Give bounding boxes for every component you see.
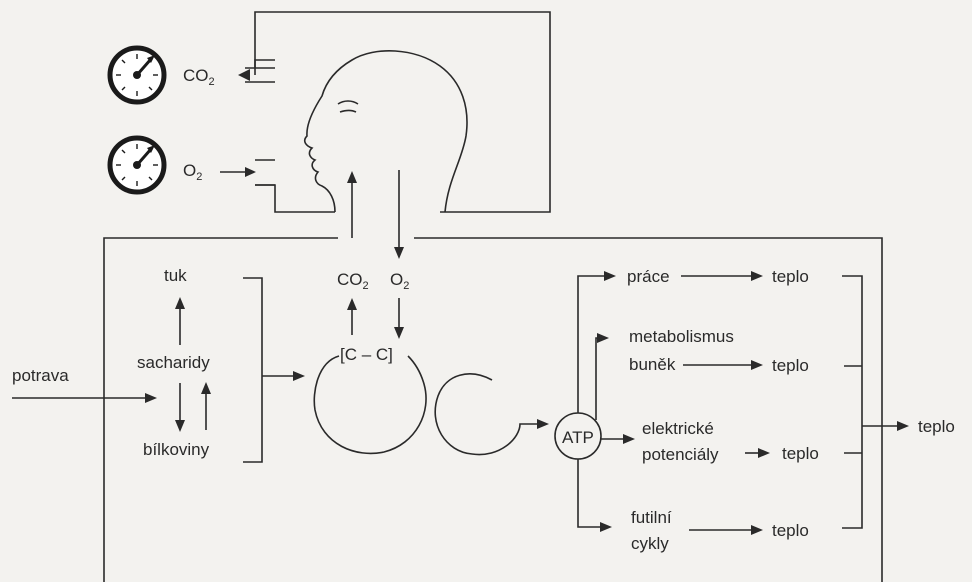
head-eye xyxy=(338,101,358,104)
o2-gauge-icon xyxy=(110,138,164,192)
sacharidy-label: sacharidy xyxy=(137,353,210,372)
futilni-label: futilní xyxy=(631,508,672,527)
teplo-label-2: teplo xyxy=(772,356,809,375)
atp-branch-prace xyxy=(578,276,607,413)
atp-branch-metabolismus xyxy=(596,338,600,420)
o2-top-label: O2 xyxy=(183,161,202,183)
elektricke-label: elektrické xyxy=(642,419,714,438)
teplo-label-1: teplo xyxy=(772,267,809,286)
body-box xyxy=(104,238,882,582)
co2-outlet-arrowhead xyxy=(238,69,250,81)
co2-gauge-icon xyxy=(110,48,164,102)
oxidation-cycle xyxy=(314,356,426,453)
cykly-label: cykly xyxy=(631,534,669,553)
teplo-label-3: teplo xyxy=(782,444,819,463)
chamber-outline xyxy=(255,12,550,212)
potencialy-label: potenciály xyxy=(642,445,719,464)
co2-top-label: CO2 xyxy=(183,66,215,88)
bunek-label: buněk xyxy=(629,355,676,374)
tuk-label: tuk xyxy=(164,266,187,285)
potrava-label: potrava xyxy=(12,366,69,385)
heat-bracket xyxy=(842,276,862,528)
bilkoviny-label: bílkoviny xyxy=(143,440,210,459)
metabolismus-label: metabolismus xyxy=(629,327,734,346)
head-profile xyxy=(305,51,467,212)
prace-label: práce xyxy=(627,267,670,286)
carbon-bond-label: [C – C] xyxy=(340,345,393,364)
atp-branch-futilni xyxy=(578,459,603,527)
o2-mid-label: O2 xyxy=(390,270,409,292)
co2-mid-label: CO2 xyxy=(337,270,369,292)
substrate-bracket xyxy=(243,278,262,462)
teplo-total-label: teplo xyxy=(918,417,955,436)
atp-label: ATP xyxy=(562,428,594,447)
teplo-label-4: teplo xyxy=(772,521,809,540)
phosphorylation-cycle xyxy=(435,374,540,455)
o2-inlet xyxy=(255,160,275,185)
